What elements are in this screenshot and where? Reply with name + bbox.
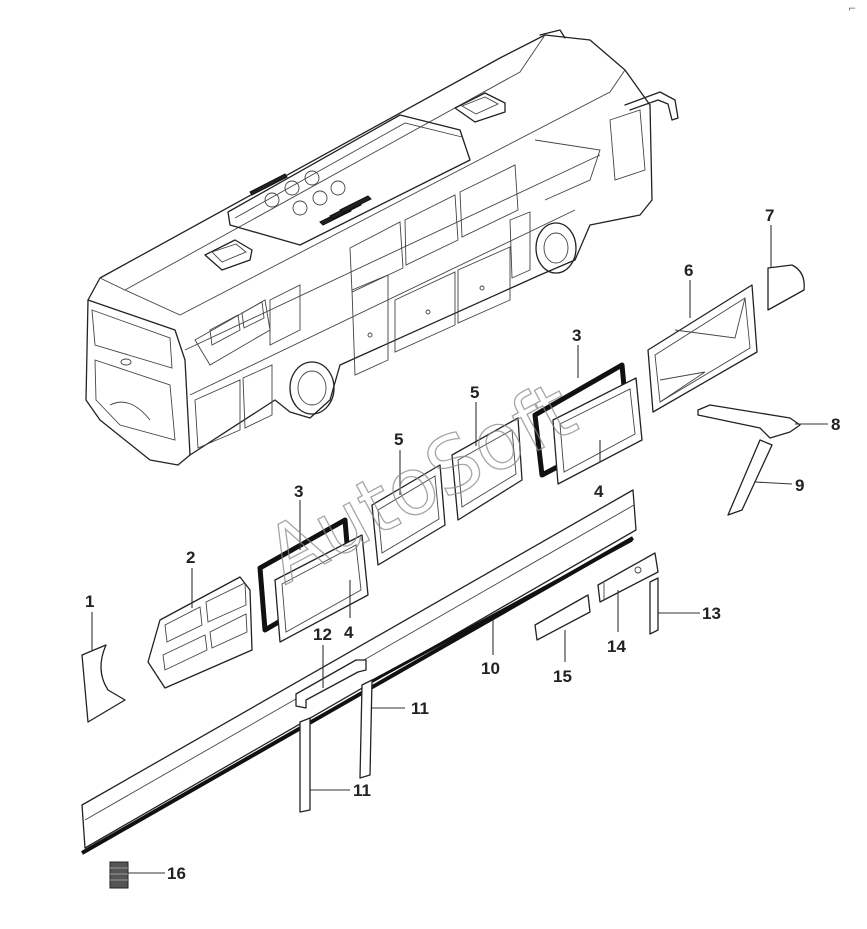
callout-5-right: 5	[470, 383, 479, 402]
corner-mark: ⌐	[848, 4, 856, 15]
callout-7: 7	[765, 206, 774, 225]
part-14-panel-strip	[597, 552, 659, 603]
callout-3-right: 3	[572, 326, 581, 345]
leader-lines	[91, 225, 828, 874]
part-5-window-glass-mid-right	[451, 417, 523, 521]
callout-1: 1	[85, 592, 94, 611]
callout-13: 13	[702, 604, 721, 623]
part-12-bracket-trim	[295, 659, 367, 709]
part-7-front-corner-glass	[767, 264, 805, 311]
part-4-window-glass-left	[274, 534, 369, 643]
callout-11-left: 11	[353, 781, 371, 800]
callout-2: 2	[186, 548, 195, 567]
part-16-badge	[109, 861, 129, 889]
part-11-upright-right	[359, 679, 373, 779]
callout-5-left: 5	[394, 430, 403, 449]
callout-8: 8	[831, 415, 840, 434]
part-11-upright-left	[299, 717, 311, 813]
part-2-rear-side-window	[147, 576, 253, 689]
callout-9: 9	[795, 476, 804, 495]
callout-10: 10	[481, 659, 500, 678]
callout-14: 14	[607, 637, 626, 656]
callout-15: 15	[553, 667, 572, 686]
part-5-window-glass-mid-left	[371, 464, 446, 566]
part-8-upper-trim	[697, 404, 801, 439]
callout-11-right: 11	[411, 699, 429, 718]
ac-fans	[264, 170, 346, 216]
ac-vents	[249, 173, 372, 226]
part-9-pillar-trim	[727, 439, 773, 516]
callout-4-left: 4	[344, 623, 354, 642]
part-10-seal-strip	[364, 538, 633, 687]
callout-12: 12	[313, 625, 332, 644]
callout-4-right: 4	[594, 482, 604, 501]
part-15-small-strip	[534, 594, 591, 641]
part-6-front-side-window	[647, 284, 758, 413]
callout-16: 16	[167, 864, 186, 883]
part-13-end-trim	[649, 577, 659, 635]
part-4-window-glass-right	[552, 377, 643, 485]
callout-6: 6	[684, 261, 693, 280]
callout-3-left: 3	[294, 482, 303, 501]
bus-illustration	[85, 29, 679, 466]
part-1-rear-corner-trim	[81, 644, 126, 723]
